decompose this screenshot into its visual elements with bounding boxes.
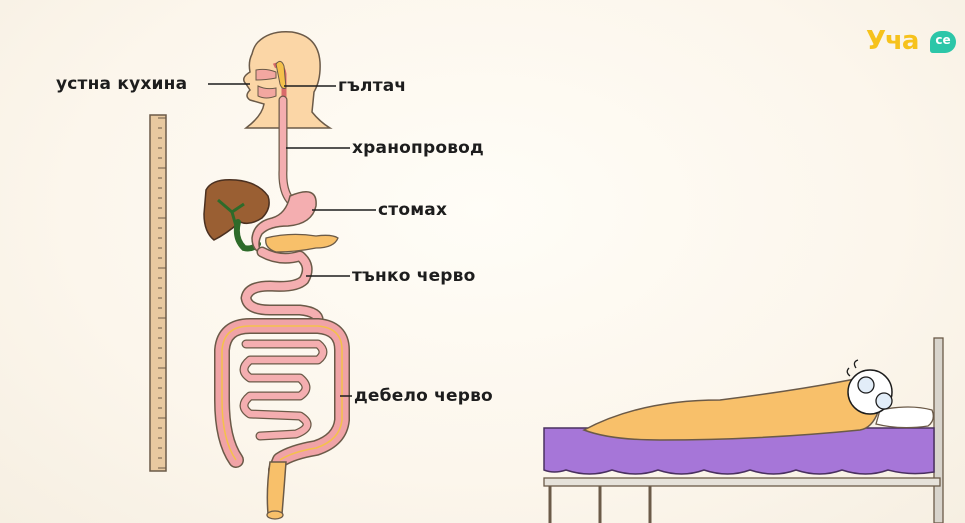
pancreas-organ	[266, 234, 338, 252]
small-intestine-label: тънко черво	[352, 266, 476, 286]
mouth-label: устна кухина	[56, 74, 187, 94]
large-intestine-organ	[222, 326, 342, 470]
logo-text: Уча	[866, 26, 918, 56]
large-intestine-label: дебело черво	[354, 386, 493, 406]
esophagus-label: хранопровод	[352, 138, 484, 158]
rectum-tube	[267, 462, 286, 514]
pillow	[876, 407, 933, 428]
brand-logo: Уча се	[866, 26, 962, 60]
bed-illustration	[544, 338, 943, 523]
stomach-label: стомах	[378, 200, 447, 220]
logo-badge-text: се	[930, 33, 956, 47]
ruler	[150, 115, 166, 471]
blanket	[584, 378, 878, 440]
pharynx-label: гълтач	[338, 76, 406, 96]
logo-badge: се	[930, 31, 956, 53]
